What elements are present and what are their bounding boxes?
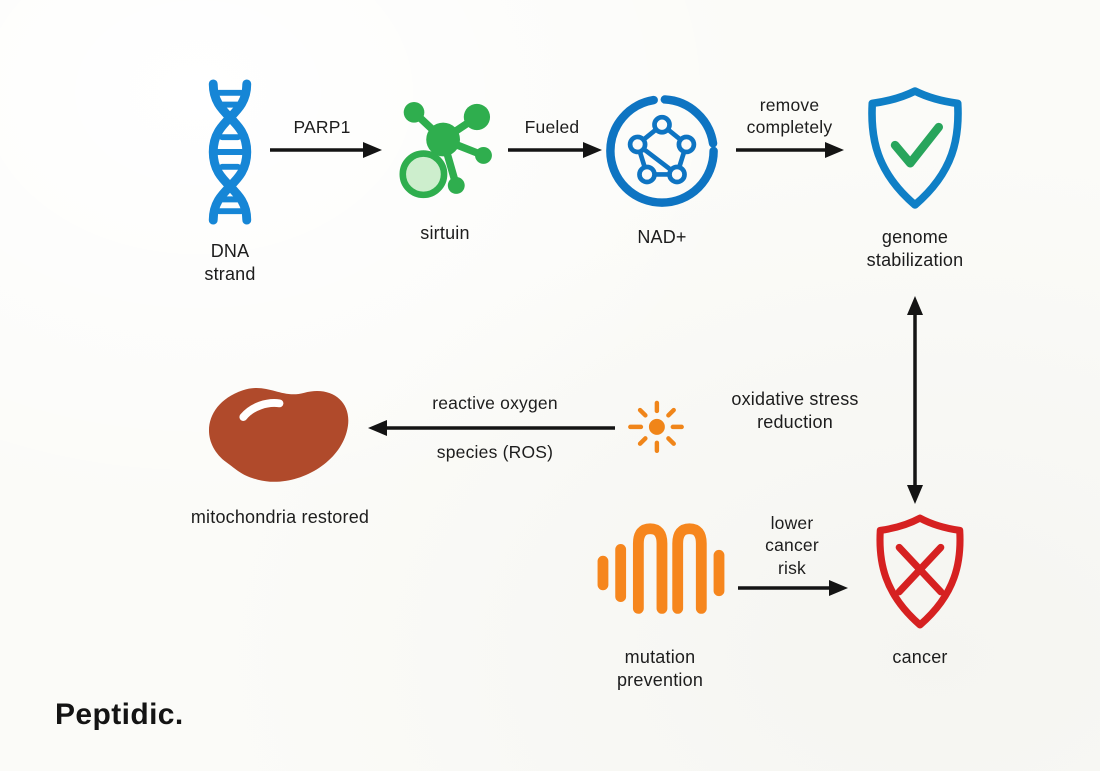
sirtuin-molecule-icon [399,101,492,199]
genome-label-line1: genome [881,227,949,247]
cancer-shield-x-icon [876,514,964,629]
nad-molecule-icon [606,95,718,207]
oxidative-label-line2: reduction [757,412,833,433]
mitochondria-node: mitochondria restored [190,372,370,529]
remove-label-line2: completely [746,117,833,138]
mutation-label-line2: prevention [616,669,704,690]
ros-arrow [368,420,615,436]
mutation-prevention-node: mutation prevention [585,514,735,691]
ros-label-line2: species (ROS) [436,442,554,462]
mutation-label-line1: mutation [624,647,696,667]
remove-label-line1: remove [759,95,820,115]
mitochondria-label-text: mitochondria restored [190,507,370,527]
mitochondria-bean-icon [209,388,349,482]
remove-completely-arrow-label: remove completely [712,94,867,139]
shield-check-icon [868,87,962,209]
fueled-arrow-label: Fueled [505,116,599,138]
fueled-arrow [508,142,602,158]
genome-stabilization-node: genome stabilization [835,84,995,271]
parp1-arrow-label: PARP1 [266,116,378,138]
nad-label-text: NAD+ [637,227,687,247]
lower-risk-line1: lower [770,513,814,533]
genome-cancer-double-arrow [907,296,923,504]
sirtuin-label: sirtuin [420,222,469,245]
lower-risk-line2: cancer [765,535,819,556]
cancer-label-text: cancer [892,647,948,667]
remove-completely-arrow [736,142,844,158]
mitochondria-label: mitochondria restored [191,506,369,529]
genome-stabilization-label: genome stabilization [867,226,964,271]
dna-label-line1: DNA [210,241,250,261]
mutation-prevention-icon [597,523,725,614]
ros-sun-icon [628,400,684,454]
nad-node: NAD+ [582,90,742,249]
oxidative-stress-label: oxidative stress reduction [695,388,895,434]
dna-node: DNA strand [150,78,310,285]
sirtuin-label-text: sirtuin [420,223,470,243]
ros-label-top: reactive oxygen [380,392,610,414]
lower-cancer-risk-label: lower cancer risk [742,512,842,579]
genome-label-line2: stabilization [866,249,964,270]
ros-label-line1: reactive oxygen [432,393,558,413]
lower-risk-line3: risk [777,557,806,578]
peptidic-logo: Peptidic. [55,698,184,731]
ros-label-bottom: species (ROS) [380,441,610,463]
fueled-label-text: Fueled [524,117,580,137]
dna-label-line2: strand [204,263,256,284]
dna-strand-icon [208,79,252,225]
lower-cancer-risk-arrow [738,580,848,596]
nad-label: NAD+ [637,226,686,249]
cancer-label: cancer [892,646,947,669]
oxidative-label-line1: oxidative stress [731,389,859,409]
parp1-arrow [270,142,382,158]
sirtuin-node: sirtuin [365,86,525,245]
parp1-label-text: PARP1 [293,117,351,137]
mutation-prevention-label: mutation prevention [617,646,703,691]
dna-label: DNA strand [204,240,255,285]
cancer-node: cancer [845,512,995,669]
